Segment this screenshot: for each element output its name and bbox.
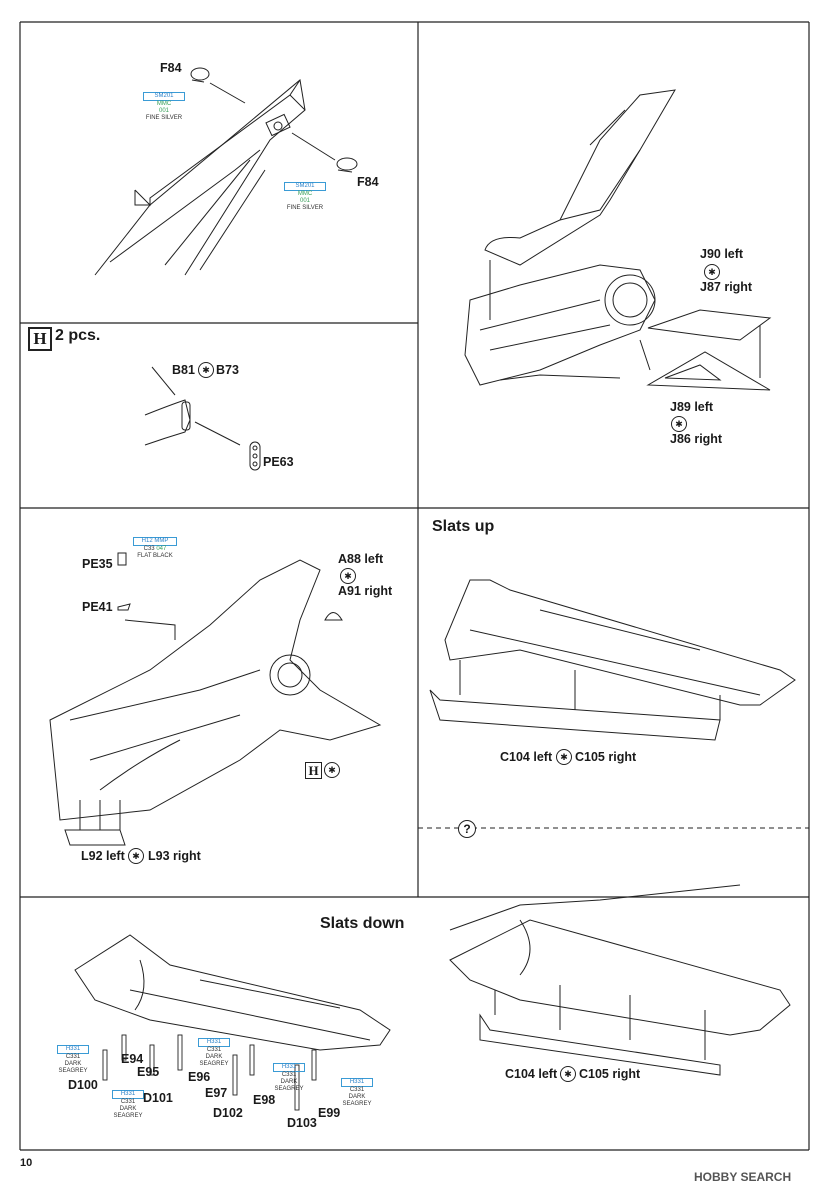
fin-drawing-1 bbox=[94, 67, 358, 276]
part-label-e98: E98 bbox=[253, 1093, 276, 1107]
paint-code-silver-sm: SM201 bbox=[284, 182, 326, 191]
mirror-symbol-icon: ✱ bbox=[560, 1066, 576, 1082]
part-label-l93-right: L93 right bbox=[148, 849, 201, 863]
paint-code-silver-sm: SM201 bbox=[143, 92, 185, 101]
part-label-b73: B73 bbox=[216, 363, 239, 377]
part-label-c104-left-2: C104 left bbox=[505, 1067, 558, 1081]
slats-up-drawing bbox=[429, 579, 796, 741]
paint-callout-grey-4: H331 C331 DARK SEAGREY bbox=[273, 1063, 305, 1092]
paint-callout-grey-2: H331 C331 DARK SEAGREY bbox=[112, 1090, 144, 1119]
part-label-j86-right: J86 right bbox=[670, 432, 723, 446]
wing-assembly-drawing bbox=[49, 552, 382, 846]
part-label-pe41: PE41 bbox=[82, 600, 113, 614]
light-detail-drawing bbox=[144, 366, 261, 471]
part-label-a91-right: A91 right bbox=[338, 584, 393, 598]
paint-code-silver-mmc: MMC bbox=[297, 191, 313, 197]
part-label-l92-left: L92 left bbox=[81, 849, 125, 863]
paint-code-black-c: C33 047 bbox=[143, 546, 167, 552]
part-label-d101: D101 bbox=[143, 1091, 173, 1105]
watermark-logo: HOBBY SEARCH bbox=[694, 1170, 791, 1184]
part-label-e99: E99 bbox=[318, 1106, 341, 1120]
step-h-marker: H bbox=[28, 327, 52, 351]
section-title-slats-up: Slats up bbox=[432, 518, 495, 535]
slats-down-drawing-left bbox=[74, 934, 391, 1111]
paint-callout-grey-5: H331 C331 DARK SEAGREY bbox=[341, 1078, 373, 1107]
watermark-text: HOBBY SEARCH bbox=[694, 1170, 792, 1184]
mirror-symbol-icon: ✱ bbox=[324, 762, 340, 778]
part-label-c105-right: C105 right bbox=[575, 750, 637, 764]
panel-borders bbox=[19, 21, 810, 1151]
part-label-d102: D102 bbox=[213, 1106, 243, 1120]
part-label-pe35: PE35 bbox=[82, 557, 113, 571]
section-title-slats-down: Slats down bbox=[320, 915, 405, 932]
part-label-e94: E94 bbox=[121, 1052, 144, 1066]
part-label-d103: D103 bbox=[287, 1116, 317, 1130]
subassembly-h-marker: H bbox=[305, 762, 322, 779]
paint-name-silver: FINE SILVER bbox=[286, 205, 324, 211]
part-label-c104-left: C104 left bbox=[500, 750, 553, 764]
part-label-d100: D100 bbox=[68, 1078, 98, 1092]
mirror-symbol-icon: ✱ bbox=[340, 568, 356, 584]
part-label-j90-left: J90 left bbox=[700, 247, 744, 261]
paint-callout-grey-3: H331 C331 DARK SEAGREY bbox=[198, 1038, 230, 1067]
page-number: 10 bbox=[20, 1157, 33, 1169]
question-icon: ? bbox=[458, 820, 476, 838]
part-label-pe63: PE63 bbox=[263, 455, 294, 469]
part-label-j89-left: J89 left bbox=[670, 400, 714, 414]
part-label-b81: B81 bbox=[172, 363, 195, 377]
part-label-e95: E95 bbox=[137, 1065, 160, 1079]
step-h-count: 2 pcs. bbox=[55, 327, 101, 344]
paint-code-black-h: H12 MMP bbox=[133, 537, 177, 546]
part-label-a88-left: A88 left bbox=[338, 552, 384, 566]
paint-code-silver-num: 001 bbox=[299, 198, 310, 204]
part-label-j87-right: J87 right bbox=[700, 280, 753, 294]
part-label-e96: E96 bbox=[188, 1070, 211, 1084]
slats-down-drawing-right bbox=[449, 884, 791, 1076]
part-label-c105-right-2: C105 right bbox=[579, 1067, 641, 1081]
mirror-symbol-icon: ✱ bbox=[198, 362, 214, 378]
part-label-f84-right: F84 bbox=[357, 175, 379, 189]
paint-code-silver-mmc: MMC bbox=[156, 101, 172, 107]
paint-callout-black: H12 MMP C33 047 FLAT BLACK bbox=[133, 537, 177, 560]
mirror-symbol-icon: ✱ bbox=[671, 416, 687, 432]
paint-callout-grey-1: H331 C331 DARK SEAGREY bbox=[57, 1045, 89, 1074]
mirror-symbol-icon: ✱ bbox=[556, 749, 572, 765]
part-label-e97: E97 bbox=[205, 1086, 228, 1100]
tail-drawing bbox=[464, 89, 772, 391]
paint-code-silver-num: 001 bbox=[158, 108, 169, 114]
mirror-symbol-icon: ✱ bbox=[128, 848, 144, 864]
part-label-f84-top: F84 bbox=[160, 61, 182, 75]
paint-callout-silver-1: SM201 MMC 001 FINE SILVER bbox=[143, 92, 185, 122]
paint-name-black: FLAT BLACK bbox=[137, 553, 173, 559]
paint-callout-silver-2: SM201 MMC 001 FINE SILVER bbox=[284, 182, 326, 212]
paint-name-silver: FINE SILVER bbox=[145, 115, 183, 121]
mirror-symbol-icon: ✱ bbox=[704, 264, 720, 280]
